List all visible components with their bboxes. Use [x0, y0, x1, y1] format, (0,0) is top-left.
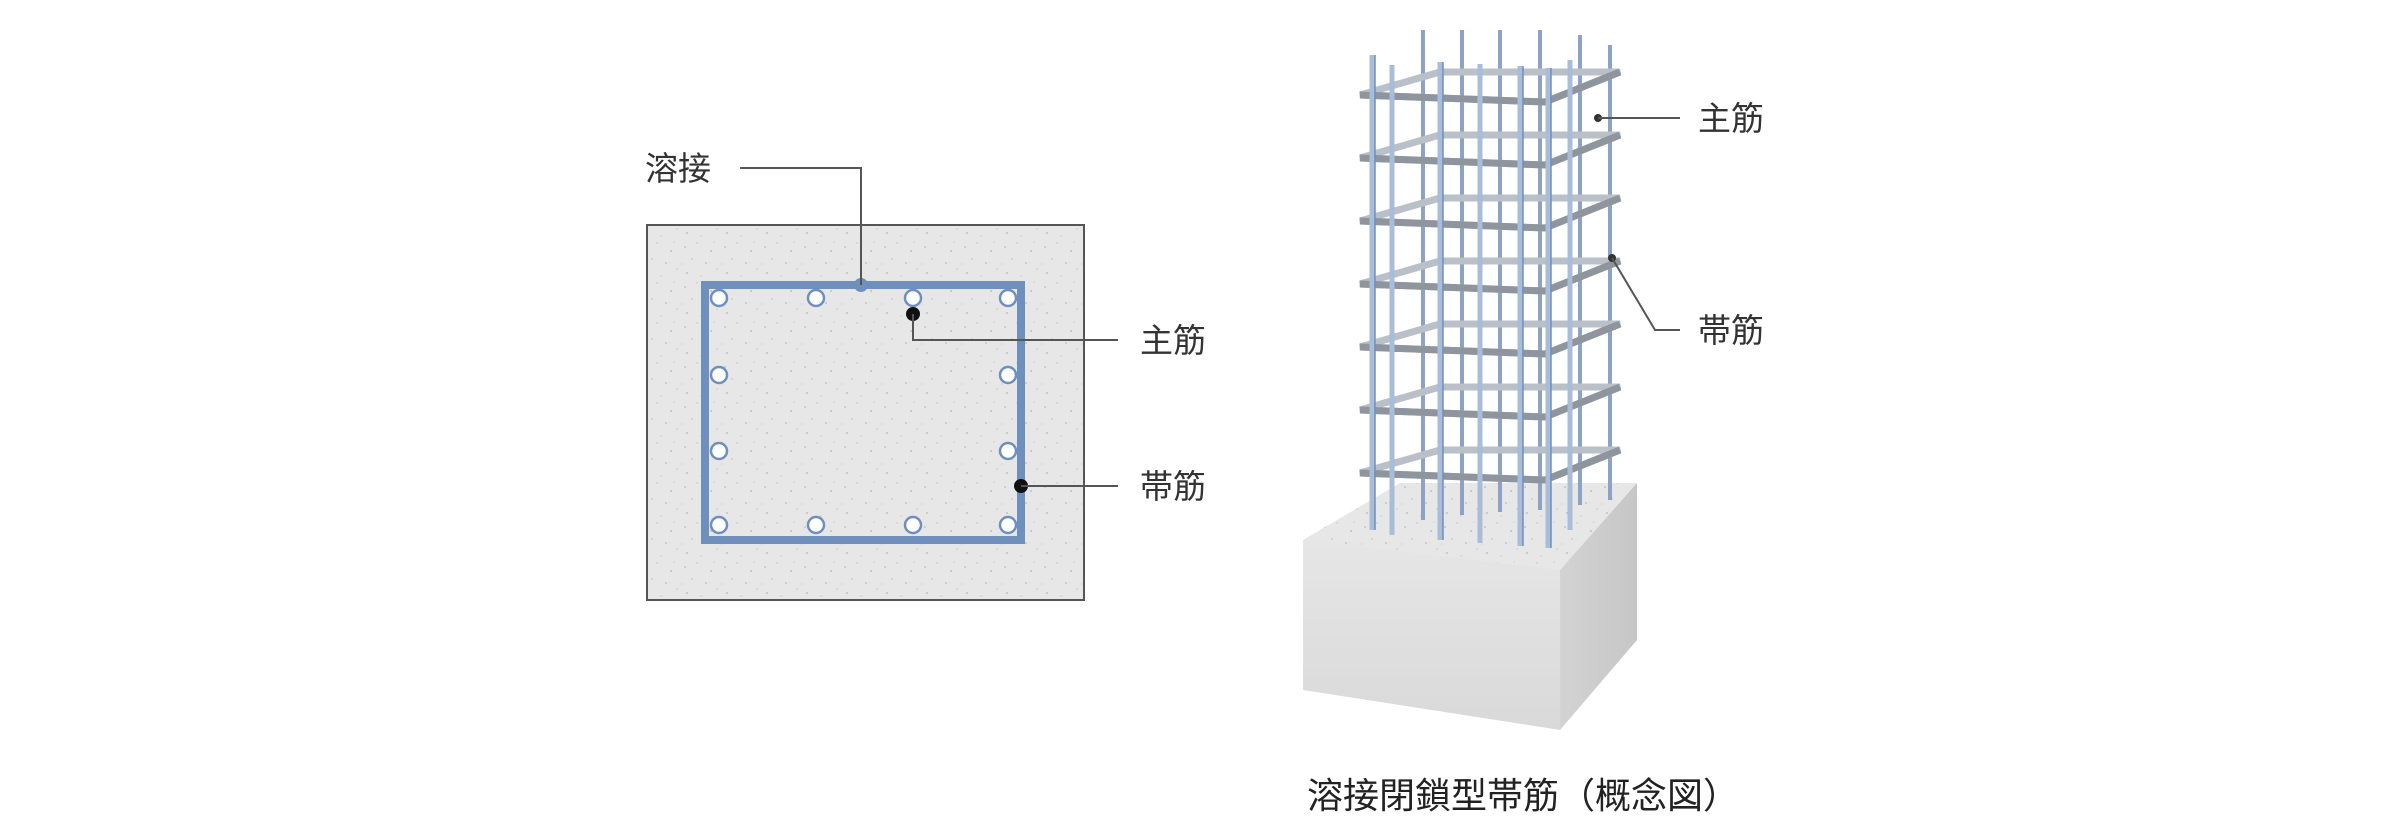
main-rebar-leader-line [912, 314, 1118, 341]
hoop-ring [1359, 446, 1622, 484]
footing-top-face [1303, 483, 1637, 570]
main-rebar-label: 主筋 [1140, 321, 1206, 360]
footing-side-face [1560, 483, 1637, 730]
main-rebar-circle [709, 515, 729, 535]
main-rebar-circle [709, 288, 729, 308]
hoop-ring [1359, 131, 1622, 169]
hoop-label: 帯筋 [1140, 467, 1206, 506]
hoop-ring [1359, 194, 1622, 232]
front-main-rebars [1369, 55, 1573, 548]
main-rebar-circle [709, 365, 729, 385]
main-rebar-circle [998, 288, 1018, 308]
main-rebar-circle [709, 441, 729, 461]
footing-front-face [1303, 540, 1560, 730]
cross-section-diagram: 溶接 主筋 帯筋 [645, 149, 1206, 601]
column-3d-diagram: 主筋 帯筋 溶接閉鎖型帯筋（概念図） [1303, 30, 1764, 817]
hoop-ring [1359, 320, 1622, 358]
main-rebar-circle [998, 441, 1018, 461]
hoop-ring [1359, 68, 1622, 106]
hoop-3d-leader-line [1611, 257, 1680, 331]
main-rebar-circle [903, 288, 923, 308]
main-rebar-circle [903, 515, 923, 535]
back-main-rebars [1421, 30, 1612, 520]
weld-leader-line [740, 167, 862, 285]
diagram-caption: 溶接閉鎖型帯筋（概念図） [1307, 776, 1739, 817]
main-rebar-circles [709, 288, 1018, 535]
main-rebar-circle [998, 515, 1018, 535]
front-main-rebar-shadows [1374, 55, 1552, 548]
weld-label: 溶接 [645, 149, 711, 188]
concrete-footing [1303, 483, 1637, 730]
main-rebar-circle [806, 288, 826, 308]
hoops [1359, 68, 1622, 484]
main-rebar-3d-label: 主筋 [1698, 99, 1764, 138]
main-rebar-circle [998, 365, 1018, 385]
rebar-cage [1359, 30, 1622, 548]
hoop-3d-label: 帯筋 [1698, 311, 1764, 350]
main-rebar-circle [806, 515, 826, 535]
hoop-ring [1359, 257, 1622, 295]
hoop-ring [1359, 383, 1622, 421]
